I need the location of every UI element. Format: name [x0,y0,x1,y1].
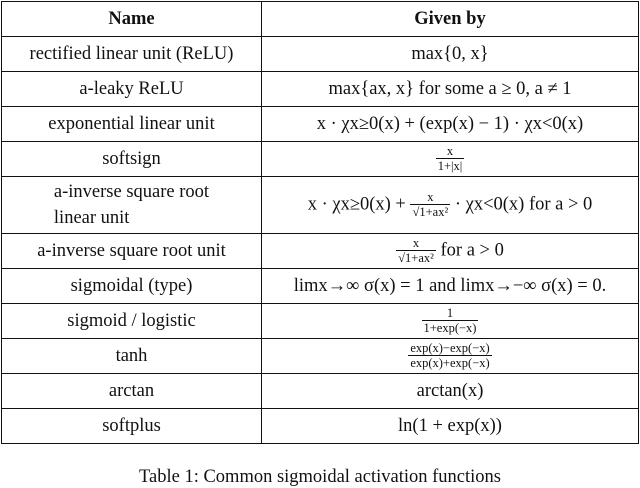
fraction-denominator: exp(x)+exp(−x) [408,355,492,370]
fraction-numerator: x [446,144,454,158]
row-formula: max{ax, x} for some a ≥ 0, a ≠ 1 [261,71,639,107]
table-row: exponential linear unit x · χx≥0(x) + (e… [1,106,639,142]
fraction: x 1+|x| [435,144,465,173]
fraction: x √1+ax² [410,190,451,219]
fraction-denominator: √1+ax² [410,204,451,219]
fraction-numerator: 1 [446,306,454,320]
table-row: sigmoidal (type) limx→∞ σ(x) = 1 and lim… [1,268,639,304]
table-caption: Table 1: Common sigmoidal activation fun… [139,467,501,487]
fraction: x √1+ax² [396,237,436,265]
row-name: arctan [1,373,262,409]
formula-suffix: for a > 0 [440,240,504,261]
row-formula: limx→∞ σ(x) = 1 and limx→−∞ σ(x) = 0. [261,268,639,304]
row-formula: arctan(x) [261,373,639,409]
row-name: tanh [1,338,262,374]
table-row: softsign x 1+|x| [1,141,639,177]
fraction-denominator: 1+exp(−x) [421,320,479,335]
table-row: rectified linear unit (ReLU) max{0, x} [1,36,639,72]
header-name: Name [1,1,262,37]
row-name: a-inverse square root linear unit [1,176,262,234]
row-formula: ln(1 + exp(x)) [261,408,639,444]
fraction-numerator: x [427,190,434,204]
header-given-by: Given by [261,1,639,37]
row-name: a-leaky ReLU [1,71,262,107]
row-formula: x √1+ax² for a > 0 [261,233,639,269]
row-formula: x 1+|x| [261,141,639,177]
fraction-denominator: 1+|x| [435,158,465,173]
formula-suffix: · χx<0(x) for a > 0 [454,194,593,215]
row-name: rectified linear unit (ReLU) [1,36,262,72]
fraction: 1 1+exp(−x) [421,306,479,335]
row-formula: x · χx≥0(x) + x √1+ax² · χx<0(x) for a >… [261,176,639,234]
row-name: softplus [1,408,262,444]
row-name: sigmoidal (type) [1,268,262,304]
table-row: tanh exp(x)−exp(−x) exp(x)+exp(−x) [1,338,639,374]
table-row: a-leaky ReLU max{ax, x} for some a ≥ 0, … [1,71,639,107]
fraction-denominator: √1+ax² [396,250,436,265]
table-row: a-inverse square root linear unit x · χx… [1,176,639,234]
formula-prefix: x · χx≥0(x) + [307,194,406,215]
table-header-row: Name Given by [1,1,639,37]
row-formula: exp(x)−exp(−x) exp(x)+exp(−x) [261,338,639,374]
fraction: exp(x)−exp(−x) exp(x)+exp(−x) [408,341,492,370]
fraction-numerator: exp(x)−exp(−x) [410,341,490,355]
row-formula: 1 1+exp(−x) [261,303,639,339]
row-name-wrapped: a-inverse square root linear unit [54,179,209,231]
row-formula: max{0, x} [261,36,639,72]
row-name: sigmoid / logistic [1,303,262,339]
row-name-line2: linear unit [53,208,130,228]
table-row: a-inverse square root unit x √1+ax² for … [1,233,639,269]
activation-functions-table: Name Given by rectified linear unit (ReL… [1,1,639,444]
row-name: exponential linear unit [1,106,262,142]
row-name-line1: a-inverse square root [53,182,210,202]
table-row: softplus ln(1 + exp(x)) [1,408,639,444]
fraction-numerator: x [412,236,420,250]
row-formula: x · χx≥0(x) + (exp(x) − 1) · χx<0(x) [261,106,639,142]
table-row: arctan arctan(x) [1,373,639,409]
table-row: sigmoid / logistic 1 1+exp(−x) [1,303,639,339]
row-name: a-inverse square root unit [1,233,262,269]
row-name: softsign [1,141,262,177]
